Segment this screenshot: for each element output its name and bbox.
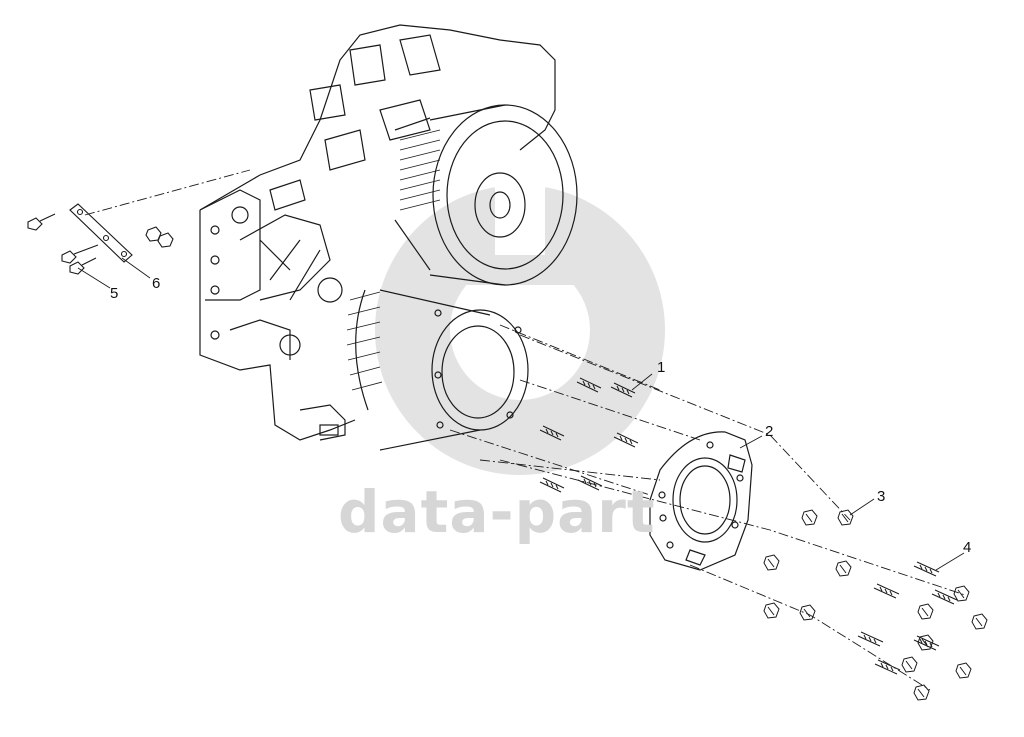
leader-4 xyxy=(935,552,965,571)
callout-5: 5 xyxy=(110,285,119,302)
nut xyxy=(763,554,780,571)
nut xyxy=(801,509,818,526)
leader-2 xyxy=(739,435,763,449)
nut xyxy=(953,585,970,602)
stud xyxy=(539,425,565,441)
callout-4: 4 xyxy=(963,539,972,556)
bolt xyxy=(913,561,940,577)
nut xyxy=(835,560,852,577)
bracket-assembly xyxy=(27,203,174,275)
callout-3: 3 xyxy=(877,488,886,505)
callout-6: 6 xyxy=(152,275,161,292)
leader-lines xyxy=(77,257,965,571)
bracket xyxy=(69,203,133,263)
nut xyxy=(955,662,972,679)
engine-front-cover xyxy=(199,24,556,441)
hub-adapter-plate xyxy=(649,431,753,571)
nut xyxy=(917,603,934,620)
upper-pulley xyxy=(394,104,578,286)
leader-6 xyxy=(121,257,151,279)
nut xyxy=(971,613,988,630)
nut xyxy=(157,232,174,248)
nut xyxy=(901,656,918,673)
bolt xyxy=(857,631,884,647)
stud xyxy=(577,475,603,491)
nut xyxy=(799,604,816,621)
lower-pulley xyxy=(346,289,529,451)
leader-1 xyxy=(631,373,653,391)
bolt xyxy=(874,659,901,675)
bolt xyxy=(873,583,900,599)
nut xyxy=(837,509,854,526)
stud xyxy=(576,377,602,393)
screw xyxy=(69,257,97,275)
stud xyxy=(613,432,639,448)
callout-2: 2 xyxy=(765,423,774,440)
watermark-logo xyxy=(375,180,665,475)
bolts xyxy=(857,561,958,675)
studs xyxy=(539,377,639,493)
callout-1: 1 xyxy=(657,359,666,376)
nut xyxy=(913,684,930,701)
nut xyxy=(763,602,780,619)
stud xyxy=(539,477,565,493)
stud xyxy=(610,382,636,398)
screw xyxy=(61,244,99,264)
leader-5 xyxy=(77,267,111,289)
nuts xyxy=(763,509,988,701)
bolt xyxy=(931,589,958,605)
leader-3 xyxy=(849,498,875,516)
screw xyxy=(27,213,56,231)
bolt xyxy=(913,635,940,651)
